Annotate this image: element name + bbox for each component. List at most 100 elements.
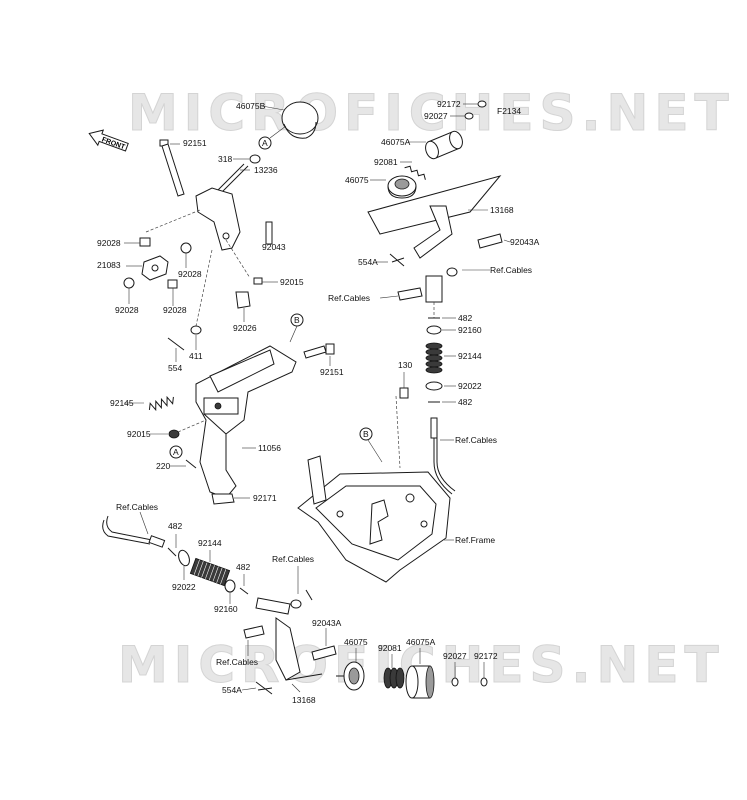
holder-46075-top xyxy=(387,175,417,199)
clip-482-l xyxy=(167,547,177,557)
label-46075B: 46075B xyxy=(236,101,266,111)
ref-marker-a-lower xyxy=(169,445,183,459)
pin-92043A-top xyxy=(477,233,503,249)
label-92172-top: 92172 xyxy=(437,99,461,109)
label-92160-r: 92160 xyxy=(458,325,482,335)
figure-code: F2134 xyxy=(497,106,521,116)
nut-92028-c xyxy=(123,277,135,289)
label-92022-r: 92022 xyxy=(458,381,482,391)
nut-92015-b xyxy=(168,429,180,439)
cable-left xyxy=(102,515,166,548)
label-46075-bottom: 46075 xyxy=(344,637,368,647)
label-92015-b: 92015 xyxy=(127,429,151,439)
watermark-top: MICROFICHES.NET xyxy=(128,84,735,142)
label-13236: 13236 xyxy=(254,165,278,175)
ref-marker-b-label: B xyxy=(294,315,300,325)
label-92028-a: 92028 xyxy=(97,238,121,248)
ref-cables-right-3: Ref.Cables xyxy=(455,435,497,445)
nut-92015-a xyxy=(253,277,263,285)
ref-cables-right-2: Ref.Cables xyxy=(328,293,370,303)
lever-13168-bottom xyxy=(275,617,323,681)
collar-92026 xyxy=(235,291,251,309)
label-92171: 92171 xyxy=(253,493,277,503)
ref-frame: Ref.Frame xyxy=(455,535,495,545)
label-92145: 92145 xyxy=(110,398,134,408)
label-92027-top: 92027 xyxy=(424,111,448,121)
cap-92172-top xyxy=(477,100,487,108)
label-220: 220 xyxy=(156,461,170,471)
pin-cable-end-bottom xyxy=(243,625,265,639)
assembly-outline xyxy=(367,175,502,235)
knob-46075A-bottom xyxy=(405,665,435,699)
label-92027-bottom: 92027 xyxy=(443,651,467,661)
label-92081-top: 92081 xyxy=(374,157,398,167)
label-482-r2: 482 xyxy=(458,397,472,407)
label-46075-top: 46075 xyxy=(345,175,369,185)
ref-cables-bottom-left: Ref.Cables xyxy=(216,657,258,667)
washer-92027-bottom xyxy=(451,677,459,687)
lever-13168-top xyxy=(413,205,453,259)
label-92015-a: 92015 xyxy=(280,277,304,287)
holder-21083 xyxy=(141,255,169,281)
pin-554 xyxy=(167,337,185,351)
collar-92160-l xyxy=(224,579,236,593)
spring-92145 xyxy=(148,395,174,412)
label-92160-l: 92160 xyxy=(214,604,238,614)
cable-link-top xyxy=(397,267,458,303)
bolt-130 xyxy=(399,387,409,399)
label-554: 554 xyxy=(168,363,182,373)
ref-cables-bottom-mid: Ref.Cables xyxy=(272,554,314,564)
pin-92043A-bottom xyxy=(311,645,337,661)
knob-46075A-top xyxy=(425,130,463,160)
ref-marker-a xyxy=(258,136,272,150)
label-92022-l: 92022 xyxy=(172,582,196,592)
label-92043A-bottom: 92043A xyxy=(312,618,342,628)
cable-right xyxy=(430,417,456,495)
label-21083: 21083 xyxy=(97,260,121,270)
washer-411 xyxy=(190,325,202,335)
label-92144-l: 92144 xyxy=(198,538,222,548)
label-92026: 92026 xyxy=(233,323,257,333)
clamp-92171 xyxy=(211,493,235,505)
label-46075A-top: 46075A xyxy=(381,137,411,147)
shift-lever-13236 xyxy=(195,163,249,251)
collar-92160-r xyxy=(426,325,442,335)
pin-554A-top xyxy=(389,253,405,267)
label-482-l: 482 xyxy=(168,521,182,531)
ref-marker-a-lower-label: A xyxy=(173,447,179,457)
spring-92081-top xyxy=(404,165,426,180)
label-411: 411 xyxy=(189,351,203,361)
label-92028-d: 92028 xyxy=(163,305,187,315)
label-130: 130 xyxy=(398,360,412,370)
washer-318 xyxy=(249,154,261,164)
label-92151-mid: 92151 xyxy=(320,367,344,377)
label-482-r1: 482 xyxy=(458,313,472,323)
ref-marker-b-lower-label: B xyxy=(363,429,369,439)
ref-cables-left: Ref.Cables xyxy=(116,502,158,512)
collar-92028-d xyxy=(167,279,178,289)
bolt-92151 xyxy=(159,139,185,197)
washer-92022-l xyxy=(178,549,190,567)
clip-482-l2 xyxy=(239,587,249,595)
pin-554A-bottom xyxy=(255,681,273,695)
collar-92028-b xyxy=(180,242,192,254)
washer-92027-top xyxy=(464,112,474,120)
pin-92043 xyxy=(265,221,273,245)
spring-92144-l xyxy=(189,557,231,587)
cap-92172-bottom xyxy=(480,677,488,687)
label-92144-r: 92144 xyxy=(458,351,482,361)
label-318: 318 xyxy=(218,154,232,164)
label-554A-top: 554A xyxy=(358,257,378,267)
label-92028-c: 92028 xyxy=(115,305,139,315)
ref-cables-right-1: Ref.Cables xyxy=(490,265,532,275)
label-482-l2: 482 xyxy=(236,562,250,572)
label-13168-bottom: 13168 xyxy=(292,695,316,705)
label-92151-top: 92151 xyxy=(183,138,207,148)
screw-220 xyxy=(185,459,197,469)
label-92043: 92043 xyxy=(262,242,286,252)
collar-92028-a xyxy=(139,237,151,247)
spring-92144-r xyxy=(425,342,443,374)
label-92043A-top: 92043A xyxy=(510,237,540,247)
label-92081-bottom: 92081 xyxy=(378,643,402,653)
